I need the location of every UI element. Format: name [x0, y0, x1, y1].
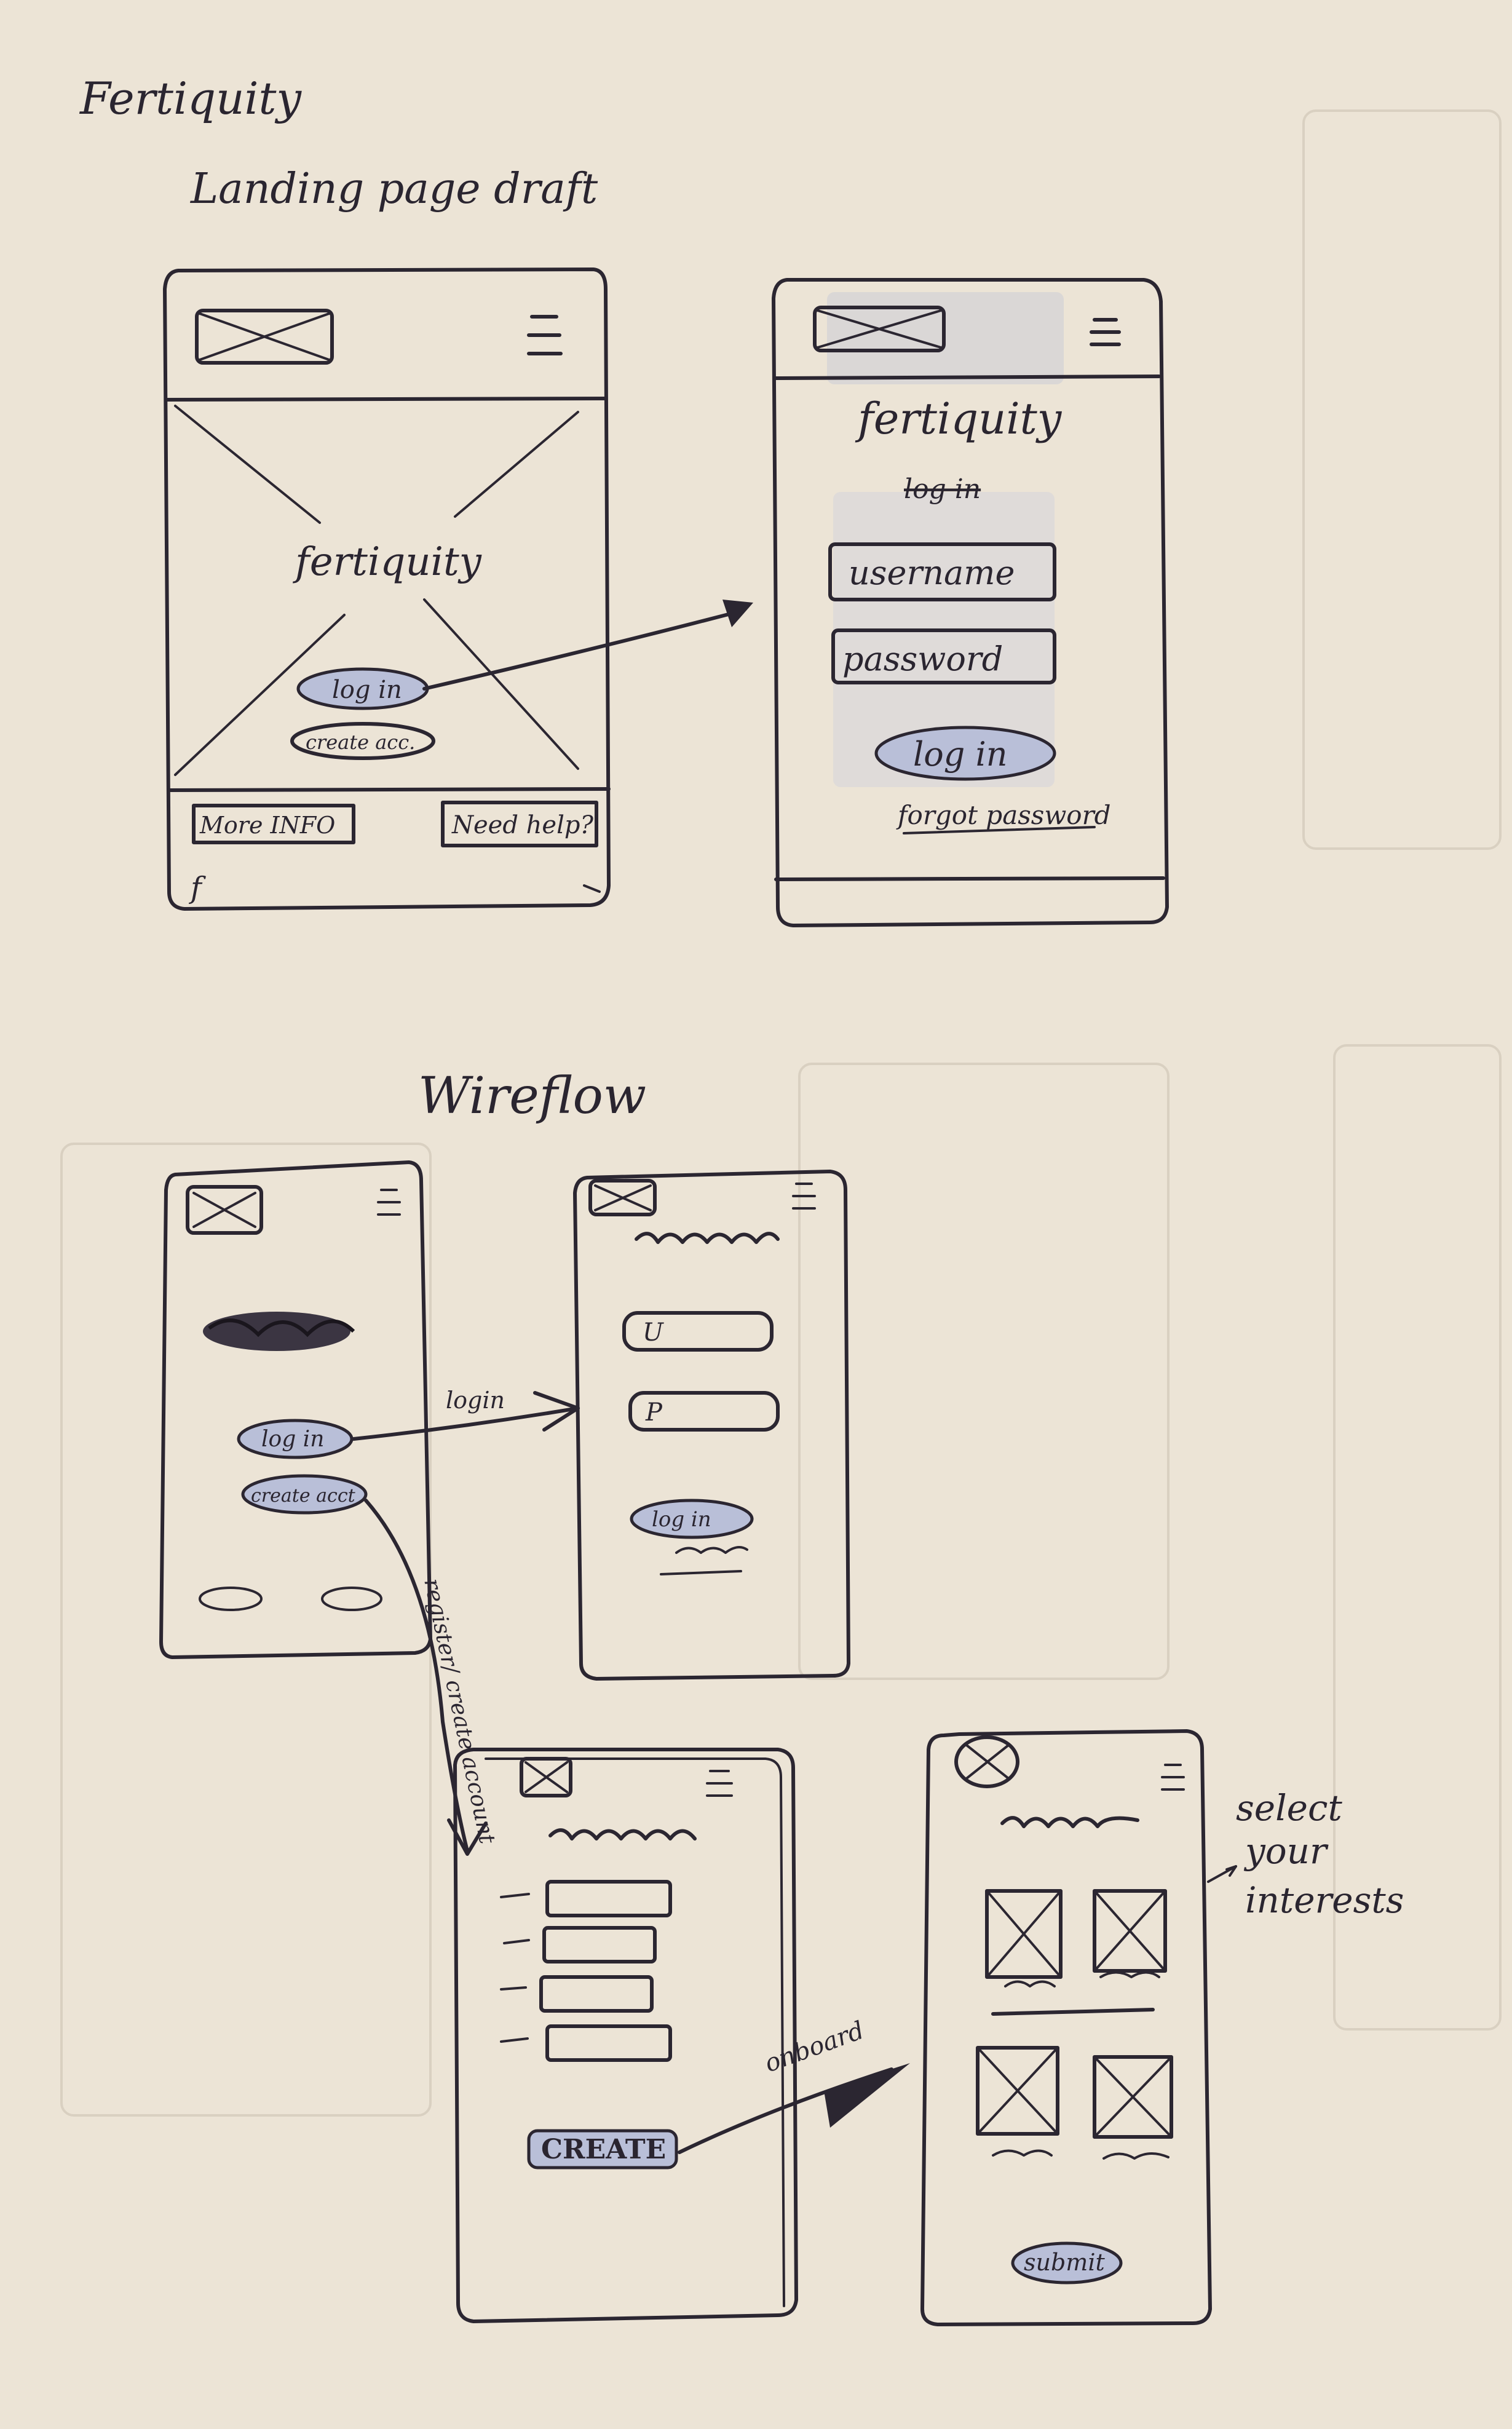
annotation-line-1: select: [1236, 1787, 1342, 1829]
wireflow-home-create-label: create acct: [251, 1485, 356, 1507]
login-submit-button[interactable]: log in: [876, 727, 1055, 779]
select-interests-annotation: select your interests: [1208, 1787, 1404, 1921]
wireflow-home-phone: log in create acct: [161, 1162, 430, 1657]
login-submit-label: log in: [913, 735, 1008, 774]
wireflow-login-logo: [590, 1181, 655, 1214]
wireflow-login-user-field[interactable]: U: [624, 1313, 772, 1350]
wireflow-interest-tile-3[interactable]: [978, 2048, 1058, 2155]
wireflow-login-submit-button[interactable]: log in: [631, 1500, 752, 1537]
wireflow-title: Wireflow: [418, 1067, 646, 1125]
wireflow-login-arrow-label: login: [446, 1387, 505, 1414]
wireflow-register-arrow: register/ create account: [366, 1500, 500, 1854]
wireflow-interest-tile-2[interactable]: [1094, 1891, 1165, 1977]
wireflow-create-form-fields: [501, 1882, 670, 2060]
wireflow-home-login-button[interactable]: log in: [239, 1421, 352, 1457]
wireflow-create-button[interactable]: CREATE: [529, 2131, 676, 2168]
forgot-password-label: forgot password: [896, 800, 1111, 830]
landing-phone-sketch: fertiquity log in create acc. More INFO …: [165, 269, 609, 909]
annotation-line-2: your: [1243, 1830, 1329, 1872]
landing-to-login-arrow: [424, 600, 753, 689]
landing-need-help-label: Need help?: [451, 811, 593, 839]
wireflow-interests-logo: [956, 1737, 1018, 1786]
annotation-line-3: interests: [1245, 1879, 1404, 1921]
landing-logo-placeholder: [197, 311, 332, 363]
wireflow-create-button-label: CREATE: [541, 2134, 666, 2165]
wireflow-create-phone: CREATE: [455, 1749, 796, 2321]
wireflow-home-login-label: log in: [261, 1427, 324, 1452]
wireflow-onboard-label: onboard: [761, 2016, 868, 2078]
landing-footer-mark: f: [189, 871, 206, 905]
wireflow-home-hamburger-icon: [378, 1190, 400, 1214]
landing-hero-image-placeholder: [175, 406, 578, 775]
login-hamburger-icon: [1091, 320, 1119, 344]
wireflow-interests-submit-label: submit: [1024, 2249, 1105, 2276]
page-subtitle: Landing page draft: [189, 165, 598, 213]
wireflow-login-submit-label: log in: [652, 1507, 711, 1532]
wireflow-create-hamburger-icon: [707, 1771, 732, 1796]
wireflow-create-logo: [521, 1759, 571, 1796]
wireflow-login-hamburger-icon: [793, 1184, 815, 1208]
wireflow-interests-hamburger-icon: [1162, 1765, 1184, 1789]
wireflow-login-user-label: U: [643, 1318, 664, 1347]
wireflow-login-pass-label: P: [645, 1398, 663, 1427]
wireflow-home-logo: [188, 1187, 261, 1233]
landing-login-label: log in: [332, 676, 402, 704]
wireflow-login-phone: U P log in: [575, 1171, 849, 1679]
landing-brand: fertiquity: [293, 539, 482, 585]
login-username-placeholder: username: [849, 553, 1015, 592]
forgot-password-link[interactable]: forgot password: [896, 800, 1111, 833]
landing-hamburger-icon: [529, 317, 561, 354]
login-heading: log in: [904, 474, 981, 505]
wireflow-home-create-button[interactable]: create acct: [243, 1476, 366, 1513]
wireflow-interest-tile-1[interactable]: [987, 1891, 1061, 1986]
wireflow-home-brand-scribble: [203, 1312, 354, 1351]
landing-more-info-label: More INFO: [199, 812, 335, 839]
login-password-placeholder: password: [842, 640, 1003, 678]
wireflow-interest-tile-4[interactable]: [1094, 2057, 1171, 2158]
wireflow-interests-phone: submit: [922, 1731, 1210, 2324]
login-brand: fertiquity: [855, 394, 1063, 444]
landing-need-help-button[interactable]: Need help?: [443, 802, 596, 846]
login-phone-sketch: fertiquity log in username password log …: [774, 280, 1167, 925]
landing-more-info-button[interactable]: More INFO: [194, 806, 354, 842]
page-title: Fertiquity: [79, 73, 302, 124]
wireflow-login-arrow: login: [354, 1387, 578, 1439]
wireflow-interests-submit-button[interactable]: submit: [1013, 2243, 1121, 2283]
landing-create-account-button[interactable]: create acc.: [292, 724, 433, 758]
landing-login-button[interactable]: log in: [298, 669, 427, 708]
wireflow-login-pass-field[interactable]: P: [630, 1393, 778, 1430]
landing-create-label: create acc.: [306, 731, 415, 754]
